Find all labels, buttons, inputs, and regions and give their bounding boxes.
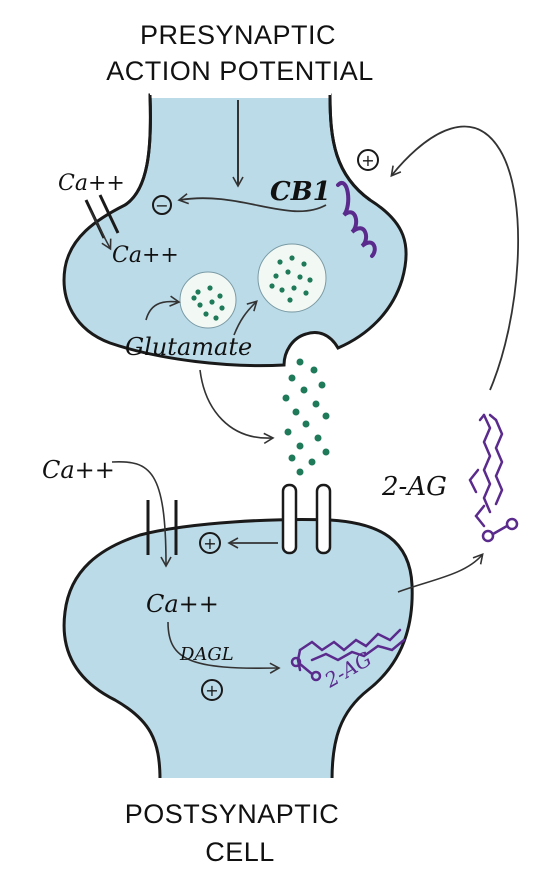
vesicle-large <box>257 243 327 313</box>
title-action-potential: ACTION POTENTIAL <box>106 56 374 86</box>
title-presynaptic: PRESYNAPTIC <box>140 20 336 50</box>
ca-inside-pre: Ca++ <box>112 243 179 268</box>
cb1-inhibition-arrow <box>177 193 327 213</box>
activation-sign-cb1 <box>357 149 379 171</box>
activation-sign-post <box>199 532 221 554</box>
cb1-label: CB1 <box>270 177 331 207</box>
2-ag-label: 2-AG <box>381 472 447 502</box>
presynaptic-terminal <box>62 93 408 368</box>
ca-inside-post: Ca++ <box>146 590 219 618</box>
postsynaptic-cell <box>62 518 414 782</box>
retrograde-arrow <box>390 125 519 391</box>
ca-outside-post: Ca++ <box>42 456 115 484</box>
title-postsynaptic: POSTSYNAPTIC <box>125 799 340 829</box>
glutamate-label: Glutamate <box>125 333 252 361</box>
dagl-label: DAGL <box>179 644 234 665</box>
vesicle-small <box>179 271 237 329</box>
cb1-receptor-icon <box>336 181 377 258</box>
svg-text:−: − <box>155 196 168 215</box>
vesicle-glutamate-dots <box>191 255 313 321</box>
2-ag-release-arrow <box>397 552 484 593</box>
dagl-arrow <box>167 621 281 674</box>
svg-text:+: + <box>203 534 216 553</box>
glutamate-receptor <box>281 483 332 555</box>
svg-text:+: + <box>361 151 374 170</box>
ca-outside-pre: Ca++ <box>58 171 125 196</box>
activation-sign-dagl <box>201 679 223 701</box>
glutamate-release-arrow <box>199 369 275 445</box>
2-ag-molecule-icon <box>290 628 406 682</box>
released-glutamate <box>282 358 330 476</box>
svg-text:+: + <box>205 681 218 700</box>
2-ag-molecule-released-icon <box>468 413 519 543</box>
calcium-channel-post-icon <box>146 500 178 555</box>
title-cell: CELL <box>205 837 275 867</box>
inhibition-sign <box>152 195 172 215</box>
